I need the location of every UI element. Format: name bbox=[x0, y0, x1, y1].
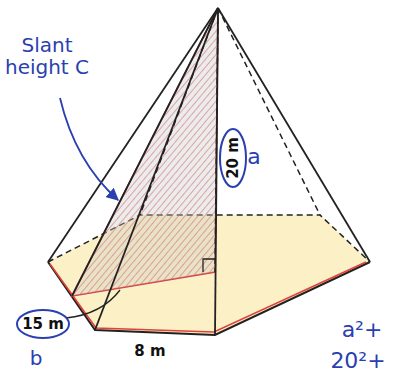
annotation: Slant height C bbox=[3, 34, 91, 78]
dimension-label: 15 m bbox=[22, 316, 64, 333]
leader-arrow bbox=[60, 98, 118, 200]
dimension-label: 8 m bbox=[134, 343, 165, 360]
circle-mark bbox=[220, 129, 246, 187]
hidden-edge bbox=[218, 8, 320, 215]
circle-mark bbox=[17, 310, 69, 338]
lateral-edge bbox=[218, 8, 370, 262]
formula-text: 20²+ bbox=[330, 349, 385, 373]
lateral-edge bbox=[95, 8, 218, 330]
dimension-label: 20 m bbox=[225, 137, 242, 179]
slant-height-line bbox=[72, 8, 218, 296]
leader-line bbox=[66, 290, 120, 318]
lateral-edge bbox=[215, 8, 218, 335]
lateral-edge bbox=[48, 8, 218, 262]
triangle-shade bbox=[72, 8, 218, 296]
right-angle-mark bbox=[203, 259, 215, 272]
formula-text: a²+ bbox=[342, 318, 383, 342]
variable-label: a bbox=[247, 145, 260, 169]
variable-label: b bbox=[30, 347, 43, 369]
shaded-triangle bbox=[72, 8, 218, 296]
